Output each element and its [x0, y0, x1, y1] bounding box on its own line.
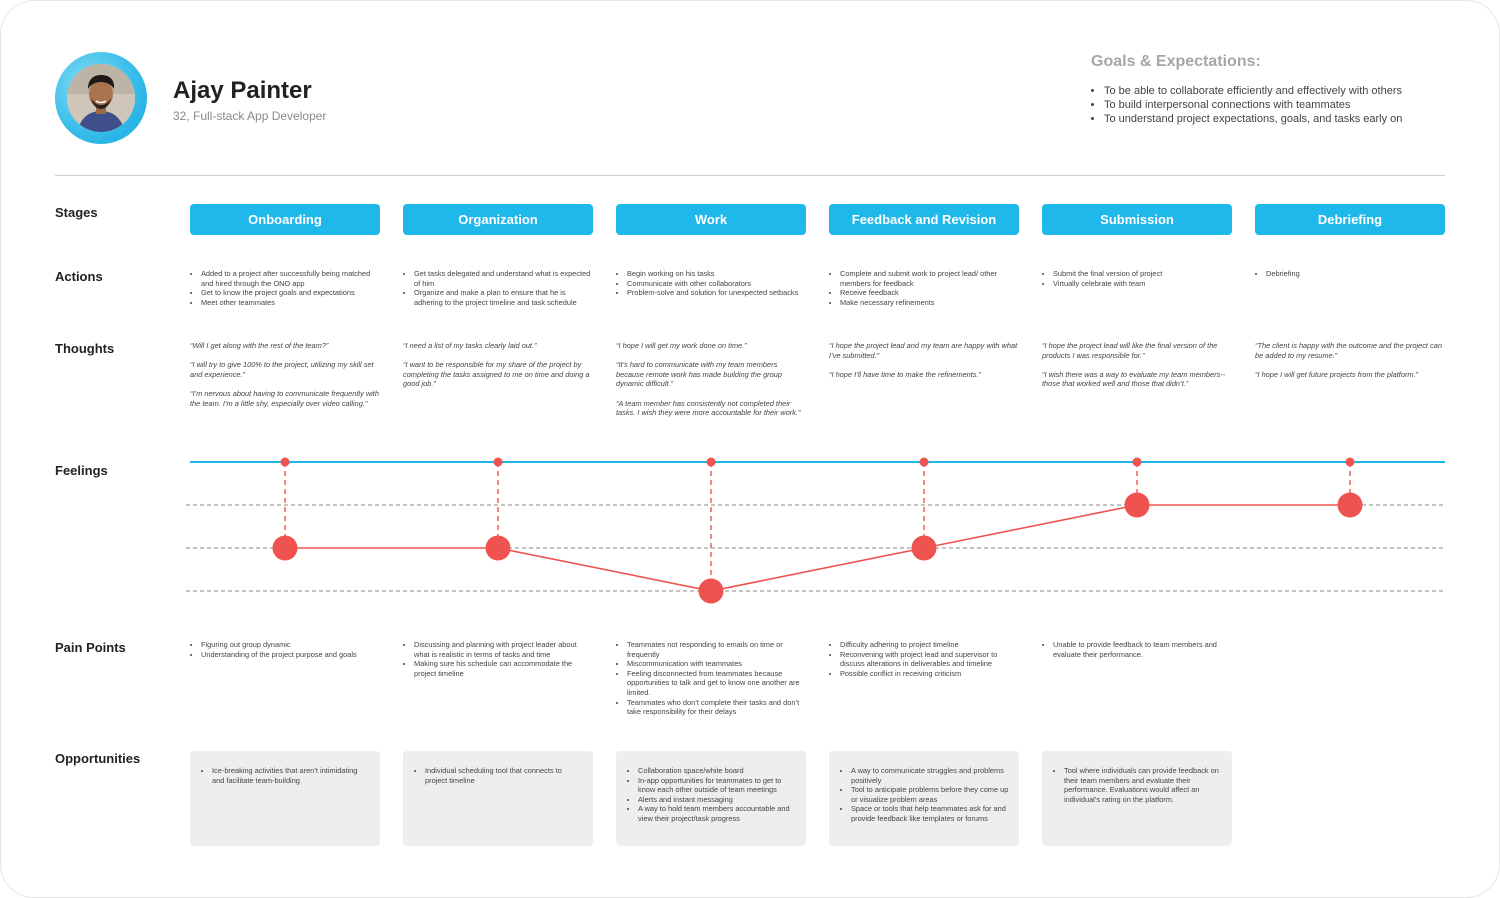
opportunity-box: A way to communicate struggles and probl…	[829, 751, 1019, 846]
timeline-stage-marker	[920, 458, 929, 467]
feeling-point	[699, 579, 724, 604]
pain-point-item: Understanding of the project purpose and…	[201, 650, 380, 660]
timeline-stage-marker	[707, 458, 716, 467]
pain-point-item: Feeling disconnected from teammates beca…	[627, 669, 806, 698]
opportunity-box: Tool where individuals can provide feedb…	[1042, 751, 1232, 846]
pain-point-item: Figuring out group dynamic	[201, 640, 380, 650]
pain-point-item: Making sure his schedule can accommodate…	[414, 659, 593, 678]
opportunity-item: Individual scheduling tool that connects…	[425, 766, 583, 785]
feeling-point	[1125, 493, 1150, 518]
pain-points-cell: Unable to provide feedback to team membe…	[1042, 640, 1232, 659]
timeline-stage-marker	[1133, 458, 1142, 467]
opportunity-item: Tool where individuals can provide feedb…	[1064, 766, 1222, 804]
pain-point-item: Miscommunication with teammates	[627, 659, 806, 669]
pain-points-cell: Discussing and planning with project lea…	[403, 640, 593, 678]
pain-points-cell: Teammates not responding to emails on ti…	[616, 640, 806, 717]
pain-point-item: Reconvening with project lead and superv…	[840, 650, 1019, 669]
timeline-stage-marker	[494, 458, 503, 467]
feeling-point	[273, 536, 298, 561]
opportunity-box: Individual scheduling tool that connects…	[403, 751, 593, 846]
opportunity-item: Tool to anticipate problems before they …	[851, 785, 1009, 804]
opportunity-box: Ice-breaking activities that aren’t inti…	[190, 751, 380, 846]
pain-point-item: Difficulty adhering to project timeline	[840, 640, 1019, 650]
opportunity-item: In-app opportunities for teammates to ge…	[638, 776, 796, 795]
opportunity-item: Collaboration space/white board	[638, 766, 796, 776]
feeling-point	[1338, 493, 1363, 518]
pain-point-item: Teammates who don’t complete their tasks…	[627, 698, 806, 717]
pain-point-item: Discussing and planning with project lea…	[414, 640, 593, 659]
opportunity-item: A way to communicate struggles and probl…	[851, 766, 1009, 785]
opportunity-item: A way to hold team members accountable a…	[638, 804, 796, 823]
opportunity-item: Ice-breaking activities that aren’t inti…	[212, 766, 370, 785]
timeline-stage-marker	[281, 458, 290, 467]
feeling-point	[912, 536, 937, 561]
pain-points-cell: Figuring out group dynamic Understanding…	[190, 640, 380, 659]
feeling-point	[486, 536, 511, 561]
opportunity-box: Collaboration space/white board In-app o…	[616, 751, 806, 846]
pain-point-item: Unable to provide feedback to team membe…	[1053, 640, 1232, 659]
pain-point-item: Possible conflict in receiving criticism	[840, 669, 1019, 679]
opportunity-item: Space or tools that help teammates ask f…	[851, 804, 1009, 823]
pain-points-cell: Difficulty adhering to project timeline …	[829, 640, 1019, 678]
timeline-stage-marker	[1346, 458, 1355, 467]
pain-point-item: Teammates not responding to emails on ti…	[627, 640, 806, 659]
opportunity-item: Alerts and instant messaging	[638, 795, 796, 805]
